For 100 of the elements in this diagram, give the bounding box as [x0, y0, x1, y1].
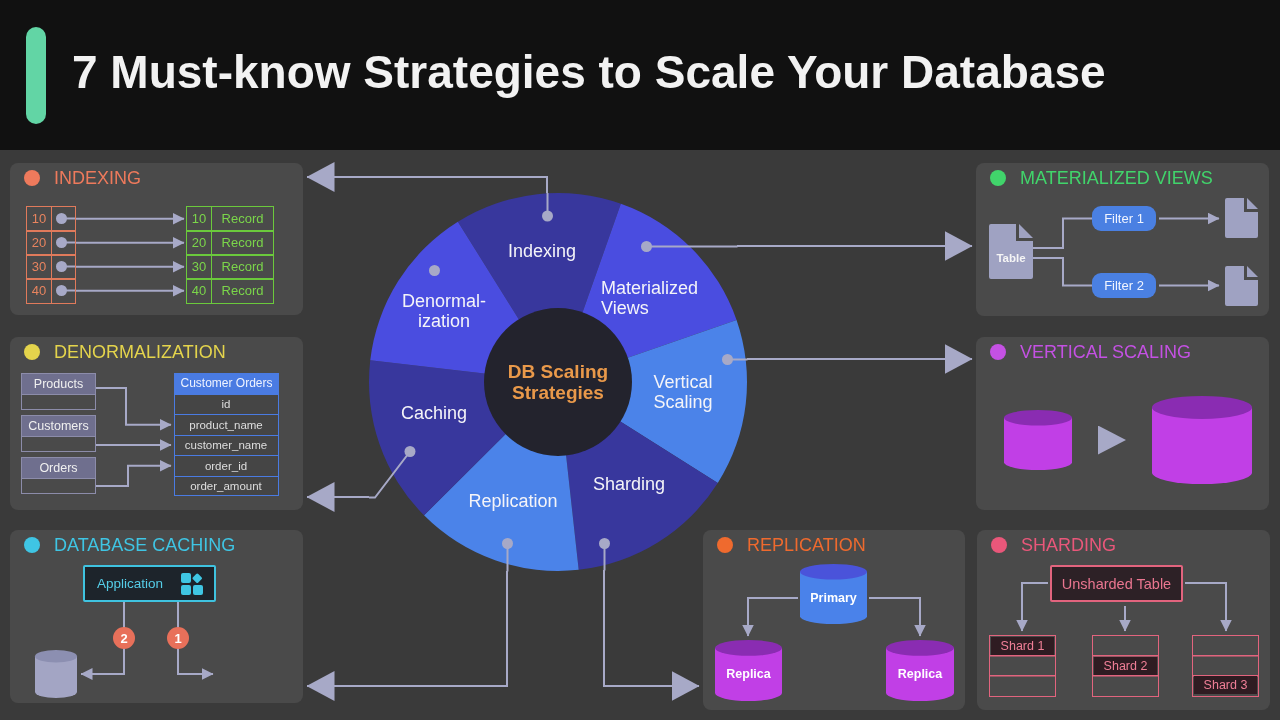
- segment-label: Vertical Scaling: [652, 372, 714, 412]
- index-key: 40: [27, 279, 52, 303]
- panel-heading: SHARDING: [1021, 534, 1116, 557]
- entity-table: [21, 415, 96, 452]
- strategy-panel: [976, 163, 1269, 316]
- record-key: 40: [187, 279, 212, 303]
- arrow: [75, 284, 185, 297]
- arrow: [306, 162, 548, 194]
- filter-pill: [1092, 206, 1156, 231]
- segment-label: Replication: [467, 491, 559, 511]
- column-name: order_amount: [190, 480, 262, 493]
- record-row: [186, 254, 274, 280]
- connector-line: [1032, 217, 1093, 249]
- strategy-panel: [10, 163, 303, 315]
- filter-label: Filter 1: [1104, 211, 1144, 226]
- segment-label: Indexing: [506, 241, 578, 261]
- wheel-segment: [581, 203, 737, 360]
- index-key: 30: [27, 255, 52, 279]
- record-value: Record: [220, 258, 265, 277]
- entity-name: Customers: [22, 416, 95, 437]
- filter-pill: [1092, 273, 1156, 298]
- arrow: [95, 459, 172, 487]
- panel-heading: MATERIALIZED VIEWS: [1020, 167, 1213, 190]
- strategy-panel: [10, 530, 303, 703]
- shard-label: Shard 2: [1094, 656, 1157, 675]
- arrow: [1158, 212, 1220, 225]
- arrow: [75, 236, 185, 249]
- document-label: Table: [995, 252, 1027, 264]
- arrow: [1097, 425, 1126, 455]
- database-label: Replica: [897, 667, 943, 682]
- strategy-panel: [976, 337, 1269, 510]
- denormalized-table: [174, 373, 279, 496]
- arrow: [1119, 605, 1131, 632]
- index-row: [26, 254, 76, 280]
- arrow: [603, 569, 700, 701]
- database-cylinder: [886, 640, 954, 701]
- filter-label: Filter 2: [1104, 278, 1144, 293]
- index-row: [26, 230, 76, 256]
- source-table: [1050, 565, 1183, 602]
- segment-label: Materialized Views: [601, 278, 700, 318]
- strategy-panel: [977, 530, 1270, 710]
- arrow: [75, 212, 185, 225]
- entity-name: Orders: [22, 458, 95, 479]
- segment-label: Sharding: [591, 474, 667, 494]
- record-key: 30: [187, 255, 212, 279]
- panel-heading: INDEXING: [54, 167, 141, 190]
- segment-label: Denormal- ization: [401, 291, 487, 331]
- panel-heading: REPLICATION: [747, 534, 866, 557]
- table-heading: Customer Orders: [175, 374, 278, 394]
- database-cylinder: [715, 640, 782, 701]
- database-label: Primary: [810, 590, 857, 605]
- strategy-panel: [703, 530, 965, 710]
- arrow: [75, 260, 185, 273]
- record-value: Record: [220, 282, 265, 301]
- entity-name: Products: [22, 374, 95, 395]
- arrow: [306, 570, 508, 701]
- connector-line: [1032, 257, 1093, 287]
- database-cylinder: [800, 564, 867, 624]
- column-name: id: [221, 398, 231, 411]
- database-cylinder: [1004, 410, 1072, 470]
- shard-label: Shard 3: [1194, 676, 1257, 695]
- database-label: Replica: [726, 667, 771, 682]
- arrow: [177, 601, 214, 680]
- shard-table: [1092, 635, 1159, 697]
- entity-table: [21, 457, 96, 494]
- arrow: [1016, 582, 1049, 632]
- column-name: product_name: [189, 418, 263, 431]
- record-value: Record: [220, 210, 265, 229]
- arrow: [80, 601, 125, 680]
- index-key: 10: [27, 207, 52, 231]
- document-shape: [1225, 266, 1258, 306]
- record-row: [186, 206, 274, 232]
- index-row: [26, 278, 76, 304]
- panel-heading: DENORMALIZATION: [54, 341, 226, 364]
- index-key: 20: [27, 231, 52, 255]
- record-key: 20: [187, 231, 212, 255]
- panel-heading: VERTICAL SCALING: [1020, 341, 1192, 364]
- entity-table: [21, 373, 96, 410]
- record-key: 10: [187, 207, 212, 231]
- arrow: [306, 482, 370, 512]
- database-cylinder: [35, 650, 77, 698]
- hub-label: DB Scaling Strategies: [506, 361, 610, 403]
- shard-table: [989, 635, 1056, 697]
- strategy-panel: [10, 337, 303, 510]
- record-value: Record: [220, 234, 265, 253]
- database-cylinder: [1152, 396, 1252, 484]
- application-label: Application: [97, 575, 164, 592]
- arrow: [95, 439, 172, 451]
- shard-table: [1192, 635, 1259, 697]
- panel-heading: DATABASE CACHING: [54, 534, 236, 557]
- arrow: [736, 231, 973, 261]
- document-shape: [1225, 198, 1258, 238]
- wheel-segment: [565, 419, 718, 570]
- record-row: [186, 278, 274, 304]
- segment-label: Caching: [399, 403, 468, 423]
- arrow: [868, 597, 926, 637]
- arrow: [1158, 279, 1220, 292]
- index-row: [26, 206, 76, 232]
- column-name: customer_name: [184, 439, 268, 452]
- arrow: [95, 387, 172, 431]
